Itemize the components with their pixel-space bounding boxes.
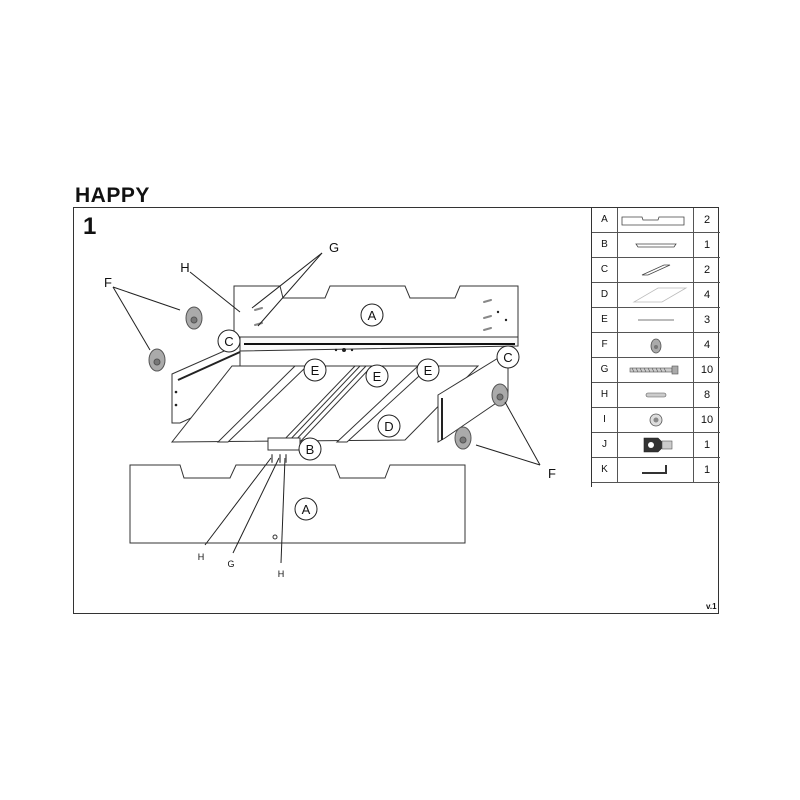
label-g-bottom: G (227, 559, 234, 569)
parts-row: E 3 (592, 308, 720, 333)
parts-row: I 10 (592, 408, 720, 433)
part-letter: A (592, 208, 618, 232)
center-rail-icon (618, 233, 694, 257)
part-qty: 10 (700, 364, 714, 376)
label-c-left: C (224, 334, 233, 349)
label-e-left: E (311, 363, 320, 378)
instruction-frame (73, 207, 719, 614)
center-rail-b (267, 437, 301, 451)
label-h-bottom-right: H (278, 569, 285, 579)
part-qty: 1 (703, 464, 711, 476)
caster-wheel-icon (148, 306, 509, 450)
label-d: D (384, 419, 393, 434)
parts-row: H 8 (592, 383, 720, 408)
parts-row: G 10 (592, 358, 720, 383)
label-a-back: A (368, 308, 377, 323)
label-a-front: A (302, 502, 311, 517)
slat-icon (618, 308, 694, 332)
part-letter: K (592, 458, 618, 482)
dowel-icon (618, 383, 694, 407)
base-board-icon (618, 283, 694, 307)
part-letter: G (592, 358, 618, 382)
label-c-right: C (503, 350, 512, 365)
label-e-center: E (373, 369, 382, 384)
part-qty: 1 (703, 239, 711, 251)
part-letter: I (592, 408, 618, 432)
side-panel-icon (618, 208, 694, 232)
part-letter: H (592, 383, 618, 407)
part-letter: J (592, 433, 618, 457)
screw-icon (618, 358, 694, 382)
slat-e-left (216, 365, 309, 443)
right-end-panel (437, 351, 509, 443)
part-qty: 8 (703, 389, 711, 401)
part-letter: B (592, 233, 618, 257)
label-f-right: F (548, 466, 556, 481)
label-g-top: G (329, 240, 339, 255)
part-qty: 4 (703, 339, 711, 351)
parts-row: F 4 (592, 333, 720, 358)
cam-lock-icon (618, 408, 694, 432)
label-b: B (306, 442, 315, 457)
version-label: v.1 (706, 602, 717, 611)
part-letter: F (592, 333, 618, 357)
parts-row: K 1 (592, 458, 720, 483)
allen-key-icon (618, 458, 694, 482)
end-panel-icon (618, 258, 694, 282)
parts-list: A 2 B 1 C 2 D 4 E 3 F 4 (591, 208, 720, 487)
part-letter: C (592, 258, 618, 282)
part-qty: 2 (703, 264, 711, 276)
part-letter: D (592, 283, 618, 307)
parts-row: B 1 (592, 233, 720, 258)
label-h-bottom-left: H (198, 552, 205, 562)
label-e-right: E (424, 363, 433, 378)
part-letter: E (592, 308, 618, 332)
parts-row: A 2 (592, 208, 720, 233)
label-f-left: F (104, 275, 112, 290)
part-qty: 1 (703, 439, 711, 451)
parts-row: D 4 (592, 283, 720, 308)
cam-bolt-icon (618, 433, 694, 457)
parts-row: C 2 (592, 258, 720, 283)
step-number: 1 (83, 213, 97, 240)
part-qty: 4 (703, 289, 711, 301)
product-title: HAPPY (75, 184, 150, 207)
label-h-top: H (180, 260, 189, 275)
caster-wheel-icon (618, 333, 694, 357)
part-qty: 2 (703, 214, 711, 226)
part-qty: 10 (700, 414, 714, 426)
parts-row: J 1 (592, 433, 720, 458)
part-qty: 3 (703, 314, 711, 326)
